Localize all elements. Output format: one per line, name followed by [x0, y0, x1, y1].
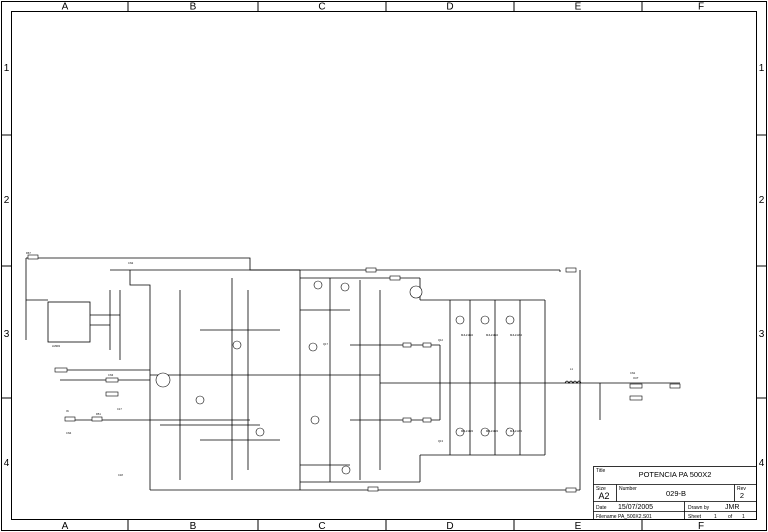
size-value: A2	[598, 491, 609, 501]
row-label-4-right: 4	[759, 458, 765, 469]
label-out: OUT	[633, 376, 639, 380]
label-mjl21194-c: MJL21194	[510, 333, 522, 337]
ref-cn1: CN1	[630, 371, 636, 375]
row-label-1-left: 1	[4, 63, 10, 74]
ic-u1-label: LM393	[52, 344, 60, 348]
ref-r67: R67	[26, 251, 31, 255]
drawing-title: POTENCIA PA 500X2	[639, 470, 712, 479]
column-label-b-top: B	[190, 2, 197, 13]
ref-l1: L1	[570, 367, 573, 371]
column-label-e-bottom: E	[575, 521, 582, 532]
row-label-4-left: 4	[4, 458, 10, 469]
filename-label: Filename	[596, 514, 617, 520]
column-label-e-top: E	[575, 2, 582, 13]
label-mjl21193-b: MJL21193	[486, 429, 498, 433]
drawn-by-label: Drawn by	[688, 505, 710, 511]
date-value: 15/07/2005	[618, 504, 653, 511]
label-mjl21194-a: MJL21194	[461, 333, 473, 337]
column-label-f-top: F	[698, 2, 704, 13]
row-label-2-right: 2	[759, 195, 765, 206]
column-label-d-bottom: D	[446, 521, 453, 532]
ref-c18: C18	[118, 473, 123, 477]
label-mjl21193-a: MJL21193	[461, 429, 473, 433]
column-label-b-bottom: B	[190, 521, 197, 532]
column-label-c-top: C	[318, 2, 325, 13]
column-label-d-top: D	[446, 2, 453, 13]
column-label-a-top: A	[62, 2, 69, 13]
rev-value: 2	[740, 491, 744, 500]
label-mjl21193-c: MJL21193	[510, 429, 522, 433]
title-label: Title	[596, 468, 605, 474]
row-label-3-right: 3	[759, 329, 765, 340]
size-label: Size	[596, 486, 606, 492]
reference-designators: R67 R51 C17 C18 Q12 Q13 LM393 Q17 L1 CN1…	[26, 251, 639, 477]
sheet-label: Sheet	[688, 514, 702, 520]
component-symbols	[27, 254, 681, 493]
row-label-2-left: 2	[4, 195, 10, 206]
ref-c17: C17	[117, 407, 122, 411]
ref-q13: Q13	[438, 439, 443, 443]
date-label: Date	[596, 505, 607, 511]
row-label-3-left: 3	[4, 329, 10, 340]
column-label-f-bottom: F	[698, 521, 704, 532]
ref-q17: Q17	[323, 342, 328, 346]
ref-r51: R51	[96, 412, 101, 416]
sheet-value: 1	[714, 514, 717, 520]
filename-value: PA_500X2.S01	[618, 514, 652, 520]
column-label-a-bottom: A	[62, 521, 69, 532]
label-mjl21194-b: MJL21194	[486, 333, 498, 337]
sheet-of-label: of	[728, 514, 733, 520]
label-in: IN	[66, 409, 69, 413]
sheet-total-value: 1	[742, 514, 745, 520]
ref-cn4: CN4	[66, 431, 72, 435]
ref-cn3: CN3	[108, 373, 114, 377]
number-value: 029-B	[666, 489, 686, 498]
drawn-by-value: JMR	[725, 504, 739, 511]
title-block: Title POTENCIA PA 500X2 Size A2 Number 0…	[593, 466, 757, 520]
column-label-c-bottom: C	[318, 521, 325, 532]
ref-cn2: CN2	[128, 261, 134, 265]
ref-q12: Q12	[438, 338, 443, 342]
number-label: Number	[619, 486, 637, 492]
rev-label: Rev	[737, 486, 746, 492]
row-label-1-right: 1	[759, 63, 765, 74]
